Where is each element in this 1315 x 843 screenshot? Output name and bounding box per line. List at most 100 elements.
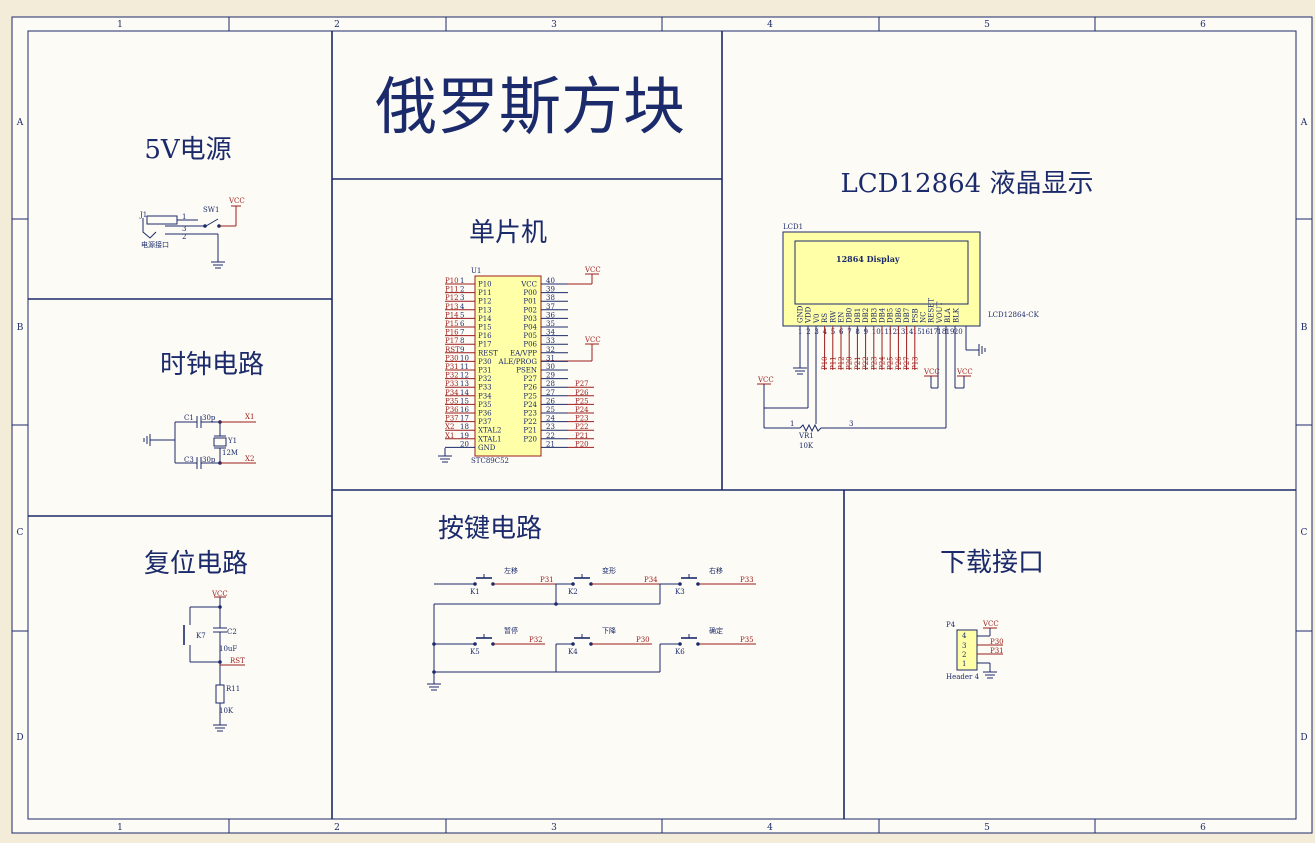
mcu-right-pin-name: P25 [523,392,537,400]
lcd-module: 12864 Display LCD1 LCD12864-CK GND1VDD2V… [757,223,1040,450]
zone-markers: 1 2 3 4 5 6 1 2 3 4 5 6 A B C D A B C D [12,17,1312,833]
zone-row-left: D [16,733,23,743]
mcu-left-pin-num: 15 [460,397,469,405]
zone-row-left: C [17,528,24,538]
mcu-right-pin-num: 27 [546,389,555,397]
lcd-pin-num: 10 [872,328,881,336]
lcd-pin-name: RESET [928,298,936,323]
mcu-right-pin-name: P04 [523,324,537,332]
key-ref: K1 [470,588,480,596]
mcu-right-pin-name: VCC [520,281,537,289]
lcd-pin-num: 19 [946,328,955,336]
zone-col-top: 5 [984,20,990,30]
header-net-p30: P30 [990,638,1004,646]
zone-col-bottom: 2 [334,823,340,833]
zone-col-bottom: 5 [984,823,990,833]
clock-section-title: 时钟电路 [160,350,264,380]
lcd-pin-num: 15 [913,328,922,336]
key-buttons: K1左移P31K2变形P34K3右移P33K5暂停P32K4下降P30K6确定P… [434,566,756,656]
key-ref: K4 [568,648,578,656]
mcu-right-pin-name: EA/VPP [510,349,537,357]
key-matrix: K1左移P31K2变形P34K3右移P33K5暂停P32K4下降P30K6确定P… [427,566,756,691]
mcu-section-title: 单片机 [469,218,547,248]
lcd-net: P22 [862,356,870,370]
mcu-right-pin-num: 29 [546,372,555,380]
c3-value: 30p [202,456,216,464]
mcu-left-net: P12 [445,294,459,302]
lcd-pin-num: 18 [937,328,946,336]
mcu-left-pin-num: 4 [460,303,465,311]
mcu-left-pin-num: 20 [460,440,469,448]
mcu-vcc-label-ea: VCC [584,336,601,344]
lcd-pin-name: DB0 [846,308,854,323]
mcu-right-pin-num: 21 [546,440,555,448]
power-circuit: J1 SW1 VCC 电源接口 1 3 2 [139,197,245,269]
zone-row-left: B [17,323,24,333]
r11-ref: R11 [226,685,240,693]
mcu-right-pins: 40VCC39P0038P0137P0236P0335P0434P0533P06… [498,277,594,448]
mcu-right-net: P23 [575,415,589,423]
mcu-left-pin-num: 5 [460,311,464,319]
mcu-left-net: P16 [445,329,459,337]
header-pin: 4 [962,632,967,640]
section-dividers [28,31,1296,819]
mcu-left-net: P32 [445,372,459,380]
lcd-net: P11 [829,356,837,370]
zone-col-top: 6 [1200,20,1206,30]
mcu-left-pins: P101P10P112P11P123P12P134P13P145P14P156P… [445,277,501,452]
lcd-net: P24 [879,356,887,370]
lcd-vcc-label-vout: VCC [956,368,973,376]
mcu-left-net: P36 [445,406,459,414]
header-part: Header 4 [946,673,980,681]
vr1-pin3: 3 [849,420,853,428]
mcu-left-pin-name: P16 [478,332,492,340]
lcd-vcc-label: VCC [757,376,774,384]
mcu-left-net: P31 [445,363,459,371]
lcd-pin-name: PSB [911,308,919,323]
mcu-right-pin-num: 34 [546,329,555,337]
lcd-net: P23 [870,356,878,370]
mcu-right-pin-num: 23 [546,423,555,431]
mcu-left-pin-name: P12 [478,298,492,306]
c2-ref: C2 [227,628,237,636]
mcu-left-pin-num: 11 [460,363,469,371]
lcd-pin-name: RW [829,310,837,323]
lcd-pin-num: 11 [880,328,889,336]
mcu-left-pin-name: P33 [478,384,492,392]
mcu-left-net: RST [445,346,460,354]
y1-ref: Y1 [227,437,237,445]
mcu-right-pin-name: P24 [523,401,537,409]
mcu-left-net: P15 [445,320,459,328]
mcu-right-pin-num: 38 [546,294,555,302]
lcd-section-title: LCD12864 液晶显示 [841,169,1094,199]
key-net: P31 [540,576,554,584]
sheet-border [11,16,1313,834]
header-pin: 2 [962,651,966,659]
mcu-right-net: P24 [575,406,589,414]
mcu-right-pin-num: 30 [546,363,555,371]
mcu-left-net: P35 [445,397,459,405]
mcu-left-pin-name: REST [478,349,498,357]
reset-circuit: VCC K7 C2 10uF RST R11 10K [183,590,245,732]
jack-pin: 3 [182,225,186,233]
mcu-left-net: X2 [445,423,454,431]
lcd-screen [794,240,969,305]
mcu-left-pin-name: P17 [478,341,492,349]
mcu-right-net: P20 [575,440,589,448]
power-vcc-label: VCC [228,197,245,205]
key-net: P34 [644,576,658,584]
lcd-display-text: 12864 Display [836,254,900,264]
mcu-left-pin-num: 12 [460,372,469,380]
lcd-pin-num: 14 [905,328,914,336]
mcu-right-pin-num: 33 [546,337,555,345]
key-ref: K6 [675,648,685,656]
header-vcc: VCC [982,620,999,628]
mcu-left-pin-name: P36 [478,410,492,418]
mcu-right-pin-num: 39 [546,286,555,294]
mcu-right-pin-name: P22 [523,418,537,426]
key-label: 变形 [602,566,616,575]
mcu-left-net: P30 [445,354,459,362]
